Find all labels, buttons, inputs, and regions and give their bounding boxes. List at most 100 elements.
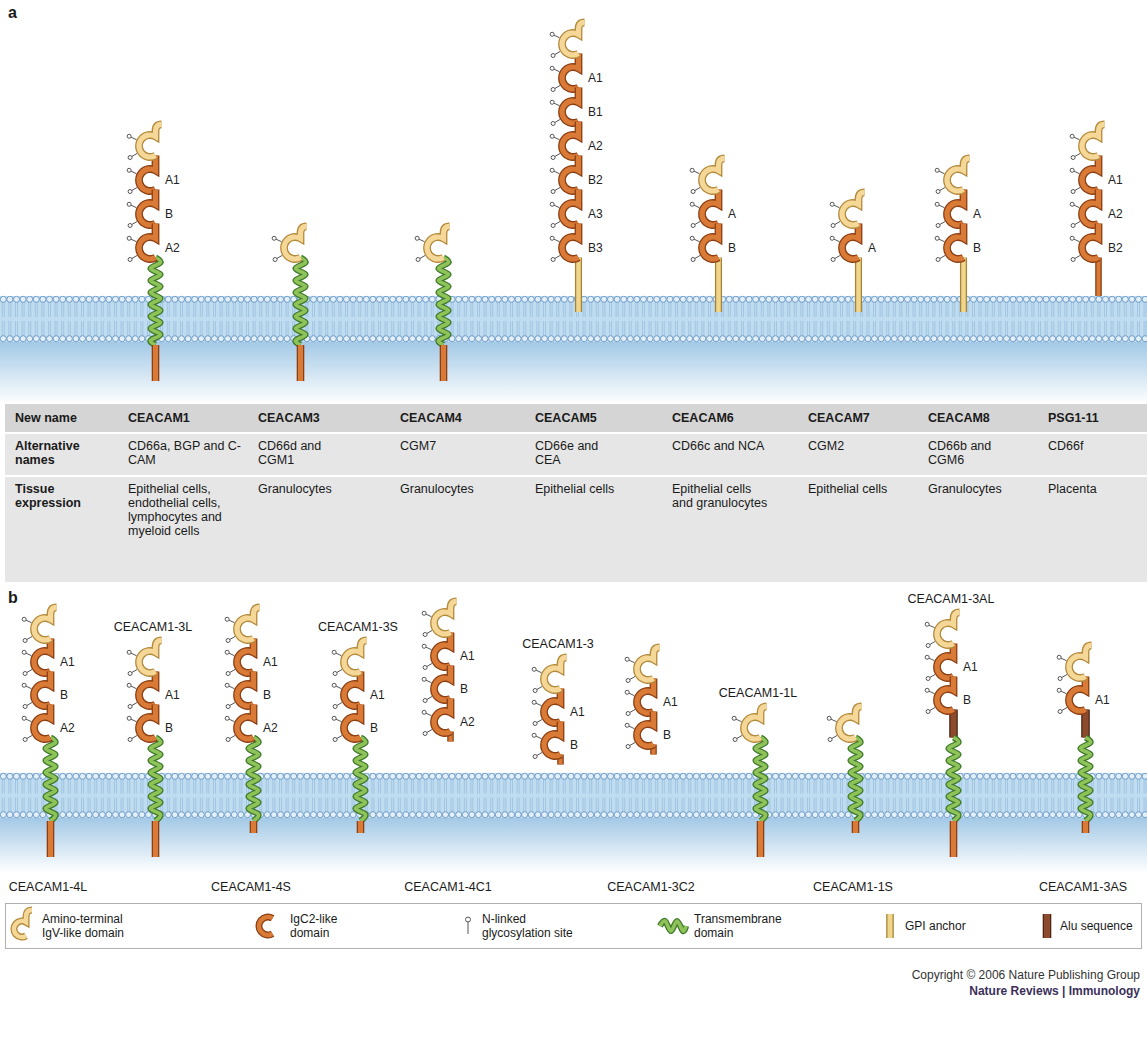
- igc2-domain-edge: [562, 54, 579, 89]
- glycan-head: [333, 738, 337, 742]
- lipid-head: [456, 773, 462, 779]
- lipid-head: [898, 296, 904, 302]
- igc2-domain: [34, 705, 51, 739]
- lipid-head: [944, 336, 950, 342]
- cytoplasmic-tail: [298, 345, 303, 381]
- cytoplasmic-tail-edge: [757, 821, 765, 857]
- lipid-head: [185, 296, 191, 302]
- igc2-domain: [1082, 190, 1099, 225]
- lipid-head: [324, 773, 330, 779]
- lipid-head: [218, 773, 224, 779]
- legend-text: GPI anchor: [905, 919, 966, 933]
- lipid-head: [205, 336, 211, 342]
- lipid-head: [1050, 812, 1056, 818]
- glycan-stalk: [337, 703, 342, 706]
- lipid-head: [819, 812, 825, 818]
- igc2-domain-edge: [237, 705, 254, 739]
- lipid-head: [1037, 812, 1043, 818]
- lipid-head: [139, 336, 145, 342]
- lipid-head: [60, 773, 66, 779]
- lipid-head: [667, 773, 673, 779]
- lipid-head: [845, 812, 851, 818]
- lipid-head: [674, 296, 680, 302]
- lipid-heads: [0, 812, 1147, 818]
- lipid-head: [119, 773, 125, 779]
- lipid-head: [410, 773, 416, 779]
- lipid-head: [1070, 336, 1076, 342]
- lipid-head: [561, 773, 567, 779]
- lipid-head: [1043, 812, 1049, 818]
- domain-label: B2: [588, 173, 603, 187]
- lipid-head: [1122, 773, 1128, 779]
- glycan-head: [332, 650, 336, 654]
- legend-text: Amino-terminal IgV-like domain: [42, 912, 147, 940]
- lipid-head: [119, 296, 125, 302]
- igc2-domain-edge: [139, 224, 156, 259]
- glycan-stalk: [537, 753, 542, 756]
- table-row: [5, 434, 1147, 475]
- glycan-head: [128, 258, 132, 262]
- legend-tm-edge: [660, 921, 686, 931]
- lipid-head: [106, 336, 112, 342]
- lipid-head: [687, 296, 693, 302]
- lipid-head: [1103, 336, 1109, 342]
- ceacam-molecule: [532, 657, 566, 764]
- glycan-stalk: [629, 660, 634, 663]
- lipid-head: [423, 336, 429, 342]
- glycan-stalk: [835, 256, 840, 259]
- lipid-head: [469, 336, 475, 342]
- lipid-head: [588, 812, 594, 818]
- ceacam-molecule: [690, 158, 724, 312]
- cytoplasmic-tail-edge: [440, 345, 448, 381]
- lipid-head: [119, 336, 125, 342]
- lipid-head: [185, 773, 191, 779]
- lipid-head: [1109, 773, 1115, 779]
- lipid-head: [1142, 812, 1147, 818]
- lipid-head: [377, 812, 383, 818]
- domain-label: A1: [588, 71, 603, 85]
- glycan-head: [691, 190, 695, 194]
- domain-label: A3: [588, 207, 603, 221]
- lipid-head: [627, 336, 633, 342]
- glycan-stalk: [1061, 691, 1066, 694]
- glycan-head: [1057, 688, 1061, 692]
- lipid-head: [509, 296, 515, 302]
- igc2-domain: [237, 705, 254, 739]
- lipid-head: [608, 296, 614, 302]
- glycan-stalk: [132, 670, 137, 673]
- lipid-head: [1103, 773, 1109, 779]
- lipid-head: [707, 773, 713, 779]
- igc2-domain: [947, 190, 964, 225]
- lipid-head: [713, 336, 719, 342]
- lipid-head: [792, 296, 798, 302]
- lipid-head: [799, 773, 805, 779]
- glycan-head: [22, 617, 26, 621]
- lipid-head: [218, 336, 224, 342]
- glycan-stalk: [132, 188, 137, 191]
- transmembrane-domain: [356, 738, 366, 821]
- glycan-stalk: [131, 205, 136, 208]
- glycan-stalk: [695, 222, 700, 225]
- lipid-head: [390, 773, 396, 779]
- lipid-head: [1043, 773, 1049, 779]
- glycan-head: [533, 689, 537, 693]
- lipid-head: [344, 336, 350, 342]
- glycan-head: [626, 745, 630, 749]
- lipid-head: [212, 296, 218, 302]
- lipid-head: [449, 773, 455, 779]
- lipid-head: [621, 773, 627, 779]
- lipid-head: [918, 336, 924, 342]
- lipid-head: [911, 812, 917, 818]
- igc2-domain: [34, 639, 51, 673]
- lipid-head: [997, 812, 1003, 818]
- lipid-head: [218, 296, 224, 302]
- table-cell: CGM2: [808, 439, 898, 453]
- table-cell: Epithelial cells: [808, 482, 898, 496]
- glycan-head: [1058, 710, 1062, 714]
- glycan-stalk: [834, 205, 839, 208]
- lipid-head: [581, 773, 587, 779]
- transmembrane-domain: [249, 738, 259, 821]
- glycan-stalk: [537, 720, 542, 723]
- lipid-head: [106, 812, 112, 818]
- lipid-head: [515, 773, 521, 779]
